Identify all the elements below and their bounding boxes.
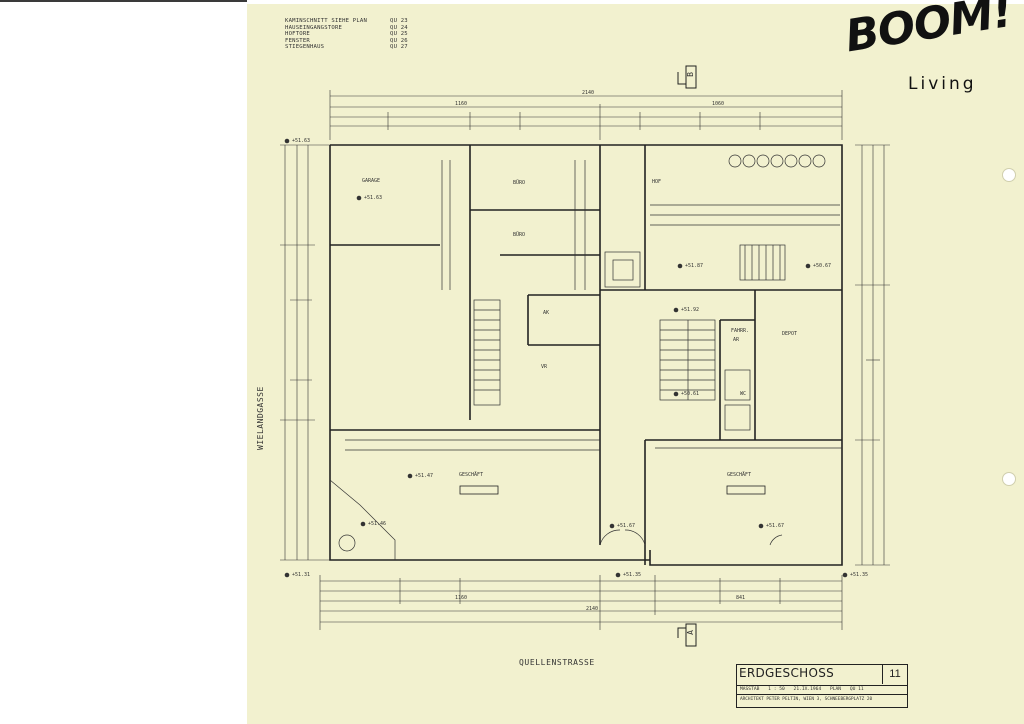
scan-edge-line — [0, 0, 247, 2]
level-hof-right: +50.67 — [813, 263, 832, 269]
dim-left-part: 1160 — [455, 101, 468, 107]
room-hof: HOF — [652, 179, 662, 185]
room-buero-b: BÜRO — [513, 232, 526, 238]
section-marker-top: B — [685, 72, 695, 77]
room-buero-a: BÜRO — [513, 180, 526, 186]
dim-lower-right: 841 — [736, 595, 746, 601]
room-garage: GARAGE — [362, 178, 381, 184]
room-wc: WC — [740, 391, 747, 397]
level-shop-left: +51.47 — [415, 473, 434, 479]
brand-living-text: Living — [908, 74, 977, 94]
dim-total-top: 2140 — [582, 90, 595, 96]
floor-plan-drawing — [280, 65, 890, 647]
drawing-legend: KAMINSCHNITT SIEHE PLAN QU 23 HAUSEINGANG… — [285, 18, 408, 51]
level-entry-mid: +51.67 — [617, 523, 636, 529]
dim-total-bottom: 2140 — [586, 606, 599, 612]
level-mid: +51.92 — [681, 307, 700, 313]
plan-number: 11 — [882, 665, 907, 684]
level-bottom-mid: +51.35 — [623, 572, 642, 578]
street-label-south: QUELLENSTRASSE — [519, 658, 595, 667]
level-garage: +51.63 — [364, 195, 383, 201]
punch-hole — [1002, 168, 1016, 182]
section-marker-bottom: A — [685, 630, 695, 635]
legend-code: QU 27 — [390, 44, 408, 51]
legend-label: HOFTORE — [285, 31, 310, 38]
room-ak: AK — [543, 310, 550, 316]
punch-hole — [1002, 472, 1016, 486]
legend-label: STIEGENHAUS — [285, 44, 325, 51]
architect-line: ARCHITEKT PETER PELTIN, WIEN 3, SCHNEEBE… — [737, 694, 907, 704]
level-se: +51.35 — [850, 572, 869, 578]
level-hof-left: +51.87 — [685, 263, 704, 269]
outer-wall — [330, 144, 843, 566]
legend-code: QU 23 — [390, 18, 408, 24]
plan-label: PLAN — [830, 687, 842, 692]
plan-date: 21.IX.1964 — [793, 687, 822, 692]
legend-code: QU 24 — [390, 24, 408, 31]
plan-sheet — [247, 4, 1024, 724]
level-sw: +51.31 — [292, 572, 311, 578]
room-depot: DEPOT — [782, 331, 798, 337]
room-vr: VR — [541, 364, 548, 370]
plan-code: QU 11 — [849, 687, 864, 692]
legend-label: FENSTER — [285, 37, 310, 44]
title-meta-row: MASSTAB 1 : 50 21.IX.1964 PLAN QU 11 — [737, 685, 907, 693]
scale-value: 1 : 50 — [768, 687, 785, 692]
legend-label: HAUSEINGANGSTORE — [285, 24, 343, 31]
dim-right-part: 1060 — [712, 101, 725, 107]
scale-label: MASSTAB — [740, 687, 760, 692]
room-fahrrad: FAHRR. — [731, 328, 750, 334]
level-shop-corner: +51.46 — [368, 521, 387, 527]
level-shop-right: +51.67 — [766, 523, 785, 529]
level-nw: +51.63 — [292, 138, 311, 144]
plan-title: ERDGESCHOSS — [739, 666, 835, 680]
brand-logo: BOOM! Living — [838, 0, 1015, 100]
room-ar: AR — [733, 337, 740, 343]
legend-label: KAMINSCHNITT SIEHE PLAN — [285, 18, 368, 24]
legend-code: QU 25 — [390, 31, 408, 38]
title-block: ERDGESCHOSS 11 MASSTAB 1 : 50 21.IX.1964… — [736, 664, 908, 708]
room-geschaeft-left: GESCHÄFT — [459, 472, 484, 478]
level-stair: +50.61 — [681, 391, 700, 397]
outer-wall — [329, 145, 395, 561]
dim-lower-mid: 1160 — [455, 595, 468, 601]
room-geschaeft-right: GESCHÄFT — [727, 472, 752, 478]
street-label-west: WIELANDGASSE — [256, 386, 265, 450]
legend-code: QU 26 — [390, 37, 408, 44]
